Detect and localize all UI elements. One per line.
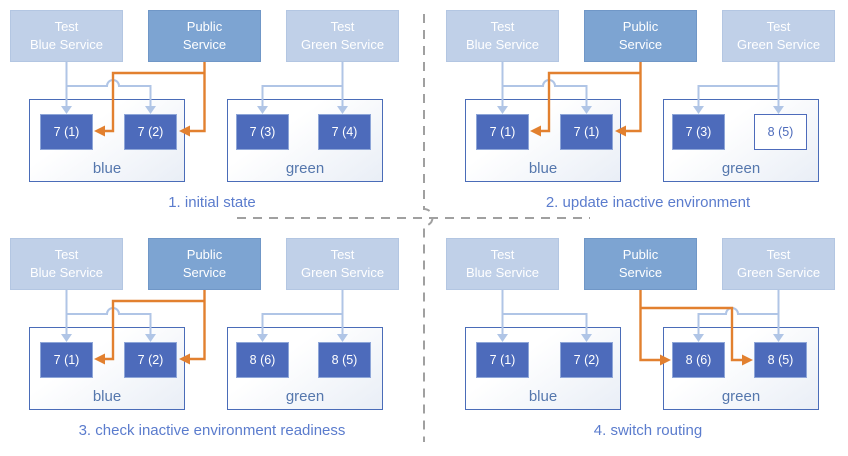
service-label-line1: Test: [54, 246, 79, 262]
panel-content: Test Blue Service Public Service Test Gr…: [0, 0, 424, 228]
public-service-node: Public Service: [584, 10, 697, 62]
pod-blue-1: 7 (1): [40, 114, 93, 150]
pod-blue-2: 7 (2): [560, 342, 613, 378]
green-environment-label: green: [285, 160, 325, 177]
panel-caption: 4. switch routing: [593, 422, 703, 439]
public-service-node: Public Service: [148, 238, 261, 290]
blue-environment-label: blue: [92, 160, 122, 177]
pod-green-1: 7 (3): [672, 114, 725, 150]
service-label-line1: Test: [490, 18, 515, 34]
service-label-line2: Blue Service: [30, 265, 103, 280]
pod-blue-2: 7 (2): [124, 342, 177, 378]
service-label-line1: Test: [54, 18, 79, 34]
service-label-line1: Public: [186, 18, 223, 34]
green-environment-label: green: [285, 388, 325, 405]
service-label-line1: Public: [622, 18, 659, 34]
test-green-service-node: Test Green Service: [286, 238, 399, 290]
test-blue-service-node: Test Blue Service: [10, 238, 123, 290]
pod-green-2: 7 (4): [318, 114, 371, 150]
test-green-service-node: Test Green Service: [286, 10, 399, 62]
service-label-line2: Green Service: [300, 37, 385, 52]
service-label-line2: Blue Service: [30, 37, 103, 52]
service-label-line2: Blue Service: [466, 265, 539, 280]
pod-blue-2: 7 (2): [124, 114, 177, 150]
public-service-node: Public Service: [584, 238, 697, 290]
pod-green-1: 7 (3): [236, 114, 289, 150]
green-environment-label: green: [721, 160, 761, 177]
service-label-line1: Test: [490, 246, 515, 262]
pod-green-2: 8 (5): [754, 114, 807, 150]
test-blue-service-node: Test Blue Service: [10, 10, 123, 62]
panel-caption: 2. update inactive environment: [545, 194, 751, 211]
service-label-line1: Test: [330, 18, 355, 34]
pod-green-1: 8 (6): [236, 342, 289, 378]
pod-green-1: 8 (6): [672, 342, 725, 378]
panel-update-inactive: Test Blue Service Public Service Test Gr…: [424, 0, 848, 228]
service-label-line1: Test: [766, 246, 791, 262]
panel-content: Test Blue Service Public Service Test Gr…: [0, 228, 424, 456]
blue-environment-label: blue: [528, 160, 558, 177]
test-green-service-node: Test Green Service: [722, 238, 835, 290]
panel-content: Test Blue Service Public Service Test Gr…: [436, 0, 848, 228]
pod-blue-2: 7 (1): [560, 114, 613, 150]
service-label-line2: Service: [618, 265, 663, 280]
test-blue-service-node: Test Blue Service: [446, 10, 559, 62]
panel-check-readiness: Test Blue Service Public Service Test Gr…: [0, 228, 424, 456]
pod-blue-1: 7 (1): [40, 342, 93, 378]
public-service-node: Public Service: [148, 10, 261, 62]
service-label-line2: Green Service: [736, 265, 821, 280]
service-label-line1: Public: [622, 246, 659, 262]
pod-green-2: 8 (5): [754, 342, 807, 378]
service-label-line2: Service: [618, 37, 663, 52]
pod-green-2: 8 (5): [318, 342, 371, 378]
green-environment-label: green: [721, 388, 761, 405]
panel-initial-state: Test Blue Service Public Service Test Gr…: [0, 0, 424, 228]
pod-blue-1: 7 (1): [476, 342, 529, 378]
service-label-line2: Service: [182, 265, 227, 280]
test-blue-service-node: Test Blue Service: [446, 238, 559, 290]
service-label-line2: Green Service: [300, 265, 385, 280]
panel-content: Test Blue Service Public Service Test Gr…: [436, 228, 848, 456]
service-label-line2: Blue Service: [466, 37, 539, 52]
service-label-line1: Test: [330, 246, 355, 262]
service-label-line2: Green Service: [736, 37, 821, 52]
pod-blue-1: 7 (1): [476, 114, 529, 150]
service-label-line2: Service: [182, 37, 227, 52]
test-green-service-node: Test Green Service: [722, 10, 835, 62]
panel-switch-routing: Test Blue Service Public Service Test Gr…: [424, 228, 848, 456]
service-label-line1: Test: [766, 18, 791, 34]
panel-caption: 1. initial state: [168, 194, 256, 211]
panel-caption: 3. check inactive environment readiness: [78, 422, 346, 439]
blue-environment-label: blue: [528, 388, 558, 405]
service-label-line1: Public: [186, 246, 223, 262]
blue-environment-label: blue: [92, 388, 122, 405]
